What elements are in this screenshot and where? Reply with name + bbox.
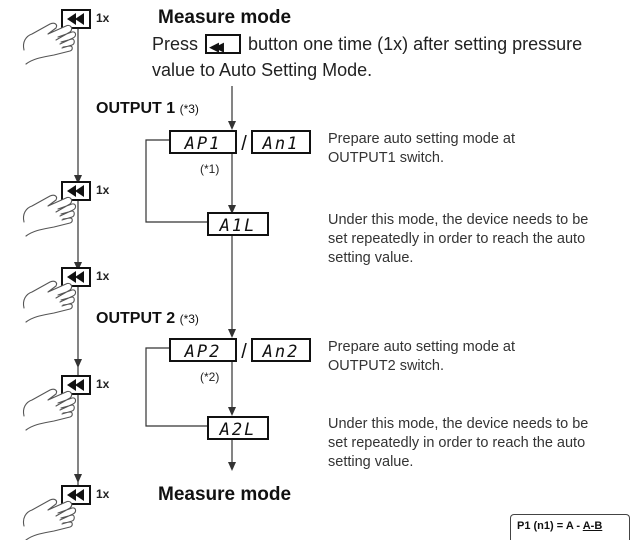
output1-label: OUTPUT 1 (*3) — [96, 100, 199, 118]
flow-arrowhead — [228, 407, 236, 416]
display-a1l-text: A1L — [219, 216, 257, 236]
flow-arrowhead — [228, 462, 236, 471]
output2-footnote: (*2) — [200, 370, 219, 384]
rewind-button-icon — [205, 34, 241, 54]
flow-arrowhead — [228, 329, 236, 338]
display-an2-text: An2 — [262, 342, 300, 362]
press-button-icon — [23, 182, 90, 236]
display-ap1-text: AP1 — [184, 134, 222, 154]
press-count-label: 1x — [96, 269, 109, 283]
display-ap2-text: AP2 — [184, 342, 222, 362]
press-count-label: 1x — [96, 183, 109, 197]
display-a2l-text: A2L — [219, 420, 257, 440]
press-button-icon — [23, 268, 90, 322]
header-instruction: Press button one time (1x) after setting… — [152, 32, 582, 56]
press-count-label: 1x — [96, 377, 109, 391]
output2-repeat-text: Under this mode, the device needs to be … — [328, 415, 598, 472]
display-an1-text: An1 — [262, 134, 300, 154]
flow-arrowhead — [228, 121, 236, 130]
header-title: Measure mode — [158, 7, 291, 29]
left-arrowhead — [74, 359, 82, 368]
output1-footnote: (*1) — [200, 162, 219, 176]
left-arrowhead — [74, 474, 82, 483]
press-button-icon — [23, 10, 90, 64]
press-button-icon — [23, 486, 90, 540]
separator: / — [241, 133, 247, 155]
output1-prepare-text: Prepare auto setting mode at OUTPUT1 swi… — [328, 130, 518, 168]
press-count-label: 1x — [96, 487, 109, 501]
press-count-label: 1x — [96, 11, 109, 25]
press-button-icon — [23, 376, 90, 430]
output2-prepare-text: Prepare auto setting mode at OUTPUT2 swi… — [328, 338, 518, 376]
footer-title: Measure mode — [158, 484, 291, 506]
output2-label: OUTPUT 2 (*3) — [96, 310, 199, 328]
formula-box: P1 (n1) = A - A-B — [510, 514, 630, 540]
header-instruction-line2: value to Auto Setting Mode. — [152, 58, 372, 82]
separator: / — [241, 341, 247, 363]
output1-repeat-text: Under this mode, the device needs to be … — [328, 211, 598, 268]
